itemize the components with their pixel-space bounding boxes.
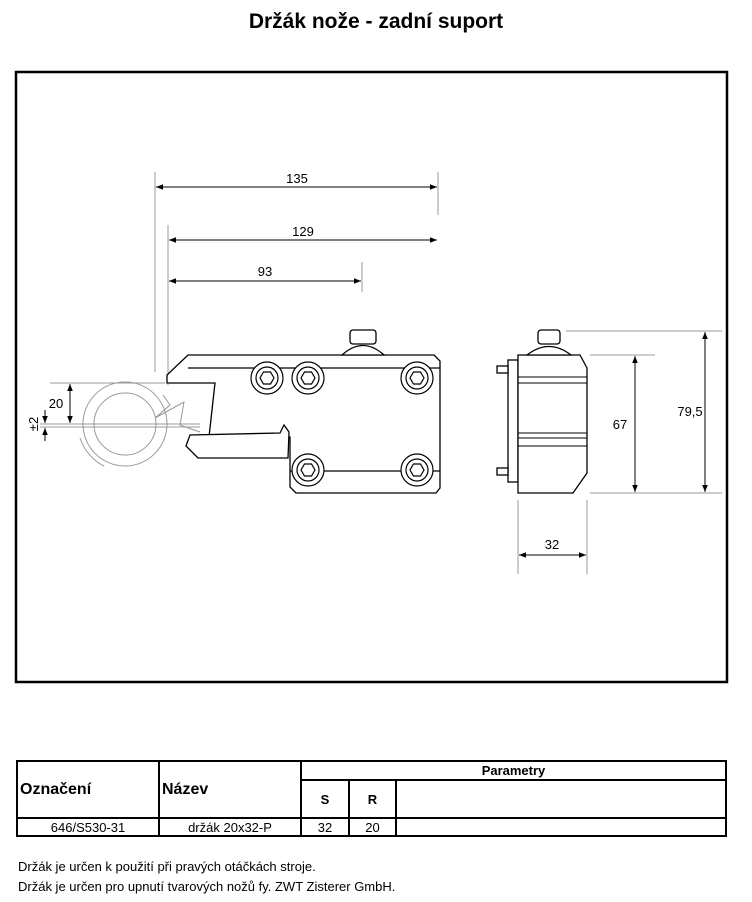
cell-nazev: držák 20x32-P: [158, 817, 302, 837]
header-r: R: [348, 779, 397, 819]
bolt: [250, 361, 284, 395]
header-s: S: [300, 779, 350, 819]
bolt: [400, 361, 434, 395]
dim-93-label: 93: [258, 264, 272, 279]
table-row: 646/S530-31 držák 20x32-P 32 20: [16, 817, 727, 837]
technical-drawing: 135 129 93 20 ±2 67 79,5 32: [14, 70, 729, 684]
cell-oznaceni: 646/S530-31: [16, 817, 160, 837]
cell-s: 32: [300, 817, 350, 837]
dim-32-label: 32: [545, 537, 559, 552]
workpiece-outer: [82, 381, 168, 467]
dim-20-label: 20: [49, 396, 63, 411]
dim-129-label: 129: [292, 224, 314, 239]
top-nut: [349, 329, 377, 345]
bolt: [291, 453, 325, 487]
side-flange: [507, 359, 519, 483]
holder-body: [166, 354, 441, 494]
bolt: [291, 361, 325, 395]
top-washer: [340, 344, 386, 356]
drawing-frame: [14, 70, 729, 684]
cell-empty: [395, 817, 727, 837]
dim-67-label: 67: [613, 417, 627, 432]
note: Držák je určen pro upnutí tvarových nožů…: [18, 879, 396, 894]
header-nazev: Název: [158, 760, 302, 819]
notes: Držák je určen k použití při pravých otá…: [18, 857, 395, 897]
parts-table: Označení Název Parametry S R 646/S530-31…: [16, 759, 727, 837]
dim-79-5-label: 79,5: [677, 404, 702, 419]
workpiece-inner: [93, 392, 157, 456]
side-body: [517, 354, 588, 494]
blade: [185, 423, 290, 459]
header-parametry: Parametry: [300, 759, 727, 782]
note: Držák je určen k použití při pravých otá…: [18, 859, 316, 874]
dim-pm2-label: ±2: [26, 417, 41, 431]
page-title: Držák nože - zadní suport: [248, 10, 504, 33]
bolt: [400, 453, 434, 487]
header-oznaceni: Označení: [16, 760, 160, 819]
header-empty: [395, 779, 727, 819]
dim-135-label: 135: [286, 171, 308, 186]
cell-r: 20: [348, 817, 397, 837]
